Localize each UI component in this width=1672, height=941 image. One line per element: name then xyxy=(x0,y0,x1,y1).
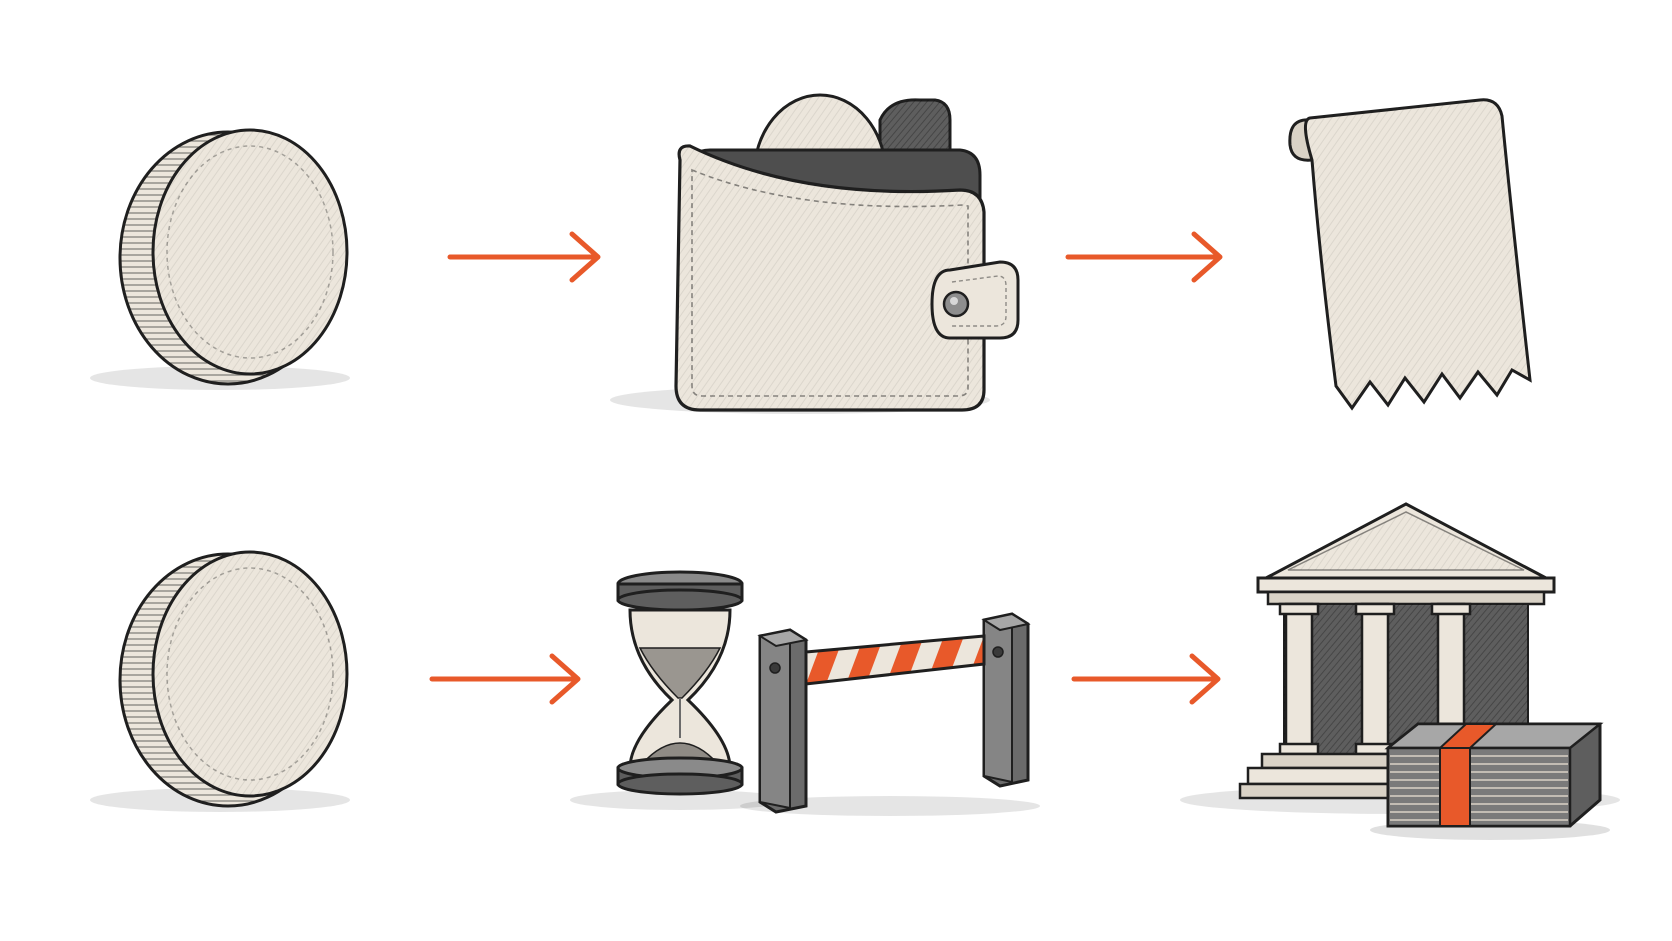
arrow-right-icon xyxy=(447,231,601,283)
hourglass-icon xyxy=(570,570,790,810)
torn-receipt-icon xyxy=(1288,98,1532,411)
barrier-icon xyxy=(740,612,1040,816)
bottom-row xyxy=(90,502,1620,840)
wallet-with-coin-icon xyxy=(610,93,1020,414)
cash-stack-icon xyxy=(1370,722,1610,840)
coin-icon xyxy=(90,550,350,812)
coin-icon xyxy=(90,128,350,390)
arrow-right-icon xyxy=(1071,653,1221,705)
arrow-right-icon xyxy=(1065,231,1223,283)
top-row xyxy=(90,93,1532,414)
arrow-right-icon xyxy=(429,653,581,705)
